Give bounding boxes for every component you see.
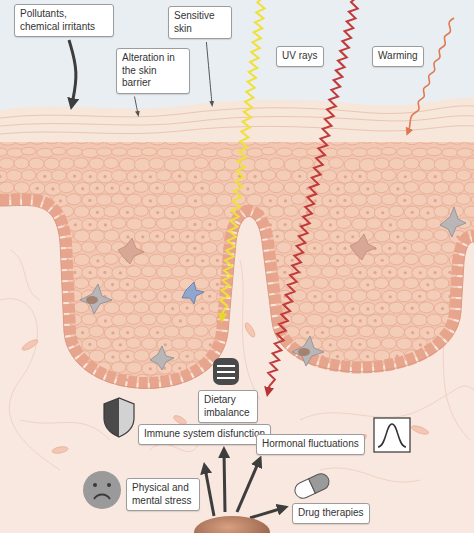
factor-label-box: Warming [372, 46, 424, 67]
leader-line [69, 40, 76, 104]
corneum-layers [0, 106, 474, 134]
dietary-icon [213, 358, 239, 385]
factor-label: Dietary imbalance [204, 394, 252, 419]
epidermis [0, 136, 474, 383]
factor-label-box: Physical and mental stress [126, 478, 200, 511]
melanocytes [80, 207, 466, 370]
hormone-curve-icon [374, 418, 410, 452]
basement-membrane [0, 205, 474, 388]
factor-label: Hormonal fluctuations [262, 438, 359, 451]
uv-ray [220, 0, 265, 318]
factor-label-box: Hormonal fluctuations [256, 434, 365, 455]
factor-label: Alteration in the skin barrier [122, 52, 184, 90]
warming-wave [408, 18, 454, 132]
origin-blob [194, 516, 270, 533]
leader-line [135, 97, 139, 115]
factor-label-box: Dietary imbalance [198, 390, 258, 423]
factor-label: Warming [378, 50, 418, 63]
leader-line [206, 42, 212, 104]
factor-arrows [205, 452, 283, 518]
factor-label-box: UV rays [276, 46, 324, 67]
factor-label: Pollutants, chemical irritants [20, 8, 108, 33]
factor-label-box: Sensitive skin [168, 6, 232, 39]
shield-icon [104, 398, 134, 437]
factor-label: Physical and mental stress [132, 482, 194, 507]
uv-ray [268, 0, 358, 392]
leader-lines [69, 40, 212, 114]
factor-label: Sensitive skin [174, 10, 226, 35]
sad-face-icon [83, 471, 121, 509]
pill-icon [292, 471, 331, 501]
keratinocytes [0, 135, 474, 411]
stratum-corneum [0, 98, 474, 142]
factor-label-box: Drug therapies [292, 503, 370, 524]
factor-label-box: Alteration in the skin barrier [116, 48, 190, 94]
langerhans-cell [118, 234, 376, 304]
factor-label: UV rays [282, 50, 318, 63]
factor-label: Drug therapies [298, 507, 364, 520]
factor-label-box: Pollutants, chemical irritants [14, 4, 114, 37]
factor-label-box: Immune system disfunction [138, 424, 271, 445]
factor-label: Immune system disfunction [144, 428, 265, 441]
